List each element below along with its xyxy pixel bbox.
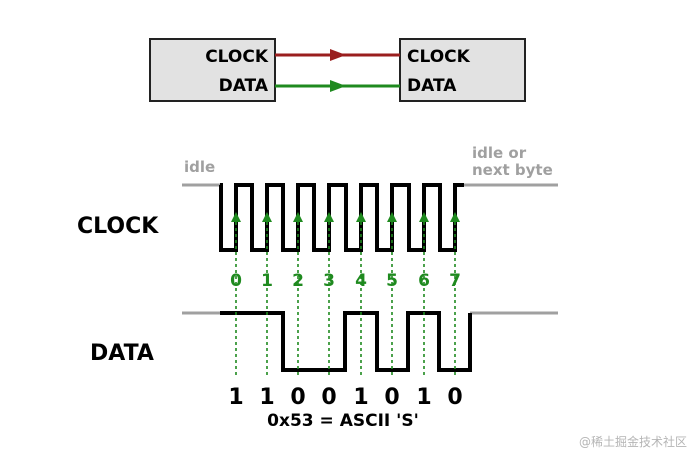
rising-edge-arrow-icon: [387, 212, 397, 222]
rising-edge-arrow-icon: [450, 212, 460, 222]
bit-value-label: 0: [321, 385, 336, 410]
caption: 0x53 = ASCII 'S': [267, 411, 419, 431]
bit-value-label: 0: [384, 385, 399, 410]
clock-waveform: [219, 183, 464, 252]
bit-value-label: 0: [447, 385, 462, 410]
data-arrow-icon: [330, 80, 346, 92]
idle-next-line2: next byte: [472, 161, 553, 179]
right-data-label: DATA: [407, 76, 457, 96]
rising-edge-arrow-icon: [356, 212, 366, 222]
bit-value-label: 1: [228, 385, 243, 410]
bit-value-label: 1: [416, 385, 431, 410]
rising-edge-arrow-icon: [262, 212, 272, 222]
sample-lines: [231, 212, 460, 378]
left-data-label: DATA: [219, 76, 269, 96]
bit-index-label: 4: [355, 271, 367, 291]
rising-edge-arrow-icon: [293, 212, 303, 222]
rising-edge-arrow-icon: [419, 212, 429, 222]
bit-index-label: 5: [386, 271, 398, 291]
data-waveform: [220, 311, 472, 372]
idle-label: idle: [184, 158, 215, 176]
left-device-block: CLOCK DATA: [149, 38, 276, 102]
clock-arrow-icon: [330, 49, 346, 61]
bit-index-label: 1: [261, 271, 273, 291]
bit-index-label: 0: [230, 271, 242, 291]
right-clock-label: CLOCK: [407, 47, 471, 67]
bit-index-label: 7: [449, 271, 461, 291]
clock-signal-label: CLOCK: [77, 214, 159, 239]
watermark: @稀土掘金技术社区: [578, 435, 687, 449]
clock-wire: [275, 49, 400, 61]
rising-edge-arrow-icon: [324, 212, 334, 222]
right-device-block: CLOCK DATA: [399, 38, 526, 102]
bit-value-label: 1: [259, 385, 274, 410]
bit-value-label: 0: [290, 385, 305, 410]
idle-next-line1: idle or: [472, 144, 527, 162]
rising-edge-arrow-icon: [231, 212, 241, 222]
bit-value-label: 1: [353, 385, 368, 410]
bit-index-label: 3: [323, 271, 335, 291]
data-wire: [275, 80, 400, 92]
data-signal-label: DATA: [90, 341, 154, 366]
left-clock-label: CLOCK: [205, 47, 269, 67]
bit-index-label: 6: [418, 271, 430, 291]
bit-index-label: 2: [292, 271, 304, 291]
